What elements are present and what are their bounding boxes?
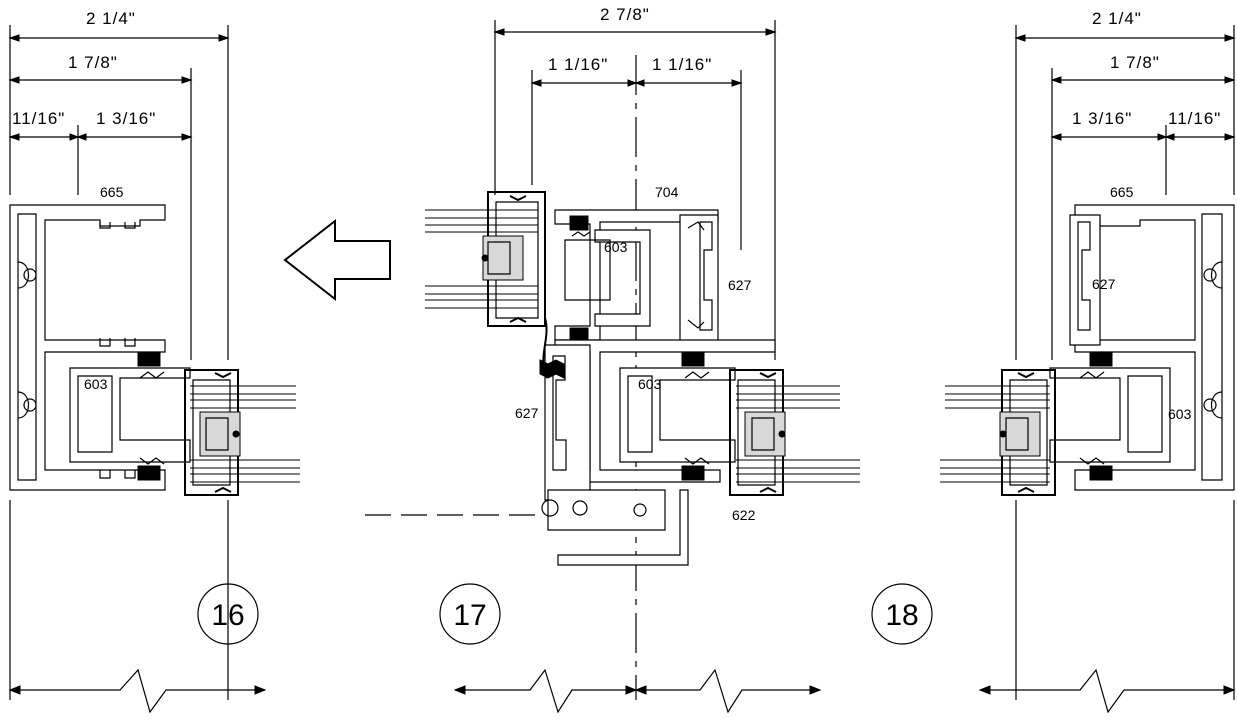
dim-label: 1 1/16" xyxy=(548,55,608,74)
detail-17: 2 7/8" 1 1/16" 1 1/16" xyxy=(365,5,860,714)
detail-16-glazing-unit xyxy=(184,369,300,496)
dim-label: 2 7/8" xyxy=(600,5,650,24)
detail-17-upper-glazing-unit xyxy=(425,191,546,327)
part-label: 627 xyxy=(1092,276,1116,292)
detail-bubble-17: 17 xyxy=(439,583,501,645)
part-label: 603 xyxy=(84,376,108,392)
detail-bubble-label: 16 xyxy=(211,599,244,632)
detail-17-lower-sash xyxy=(365,317,776,566)
dim-label: 1 7/8" xyxy=(1110,53,1160,72)
part-label: 603 xyxy=(604,239,628,255)
detail-16: 2 1/4" 1 7/8" 11/16" 1 3/16" xyxy=(8,9,300,714)
part-label: 603 xyxy=(1168,406,1192,422)
detail-bubble-label: 18 xyxy=(885,599,918,632)
detail-17-dimensions xyxy=(493,20,777,700)
dim-label: 11/16" xyxy=(1168,109,1221,128)
break-symbol-icon xyxy=(978,668,1236,714)
dim-label: 1 7/8" xyxy=(68,53,118,72)
part-label: 627 xyxy=(728,277,752,293)
part-label: 627 xyxy=(515,405,539,421)
dim-label: 2 1/4" xyxy=(86,9,136,28)
left-arrow-icon xyxy=(283,218,391,302)
detail-16-dimensions xyxy=(8,25,230,360)
detail-18-glazing-unit xyxy=(940,369,1056,496)
part-label: 665 xyxy=(1110,184,1134,200)
break-symbol-icon xyxy=(8,668,267,714)
detail-bubble-label: 17 xyxy=(453,599,486,632)
part-label: 665 xyxy=(100,184,124,200)
detail-bubble-18: 18 xyxy=(871,583,933,645)
detail-17-right-glazing-unit xyxy=(729,369,860,496)
part-label: 704 xyxy=(655,184,679,200)
dim-label: 1 3/16" xyxy=(1072,109,1132,128)
detail-16-profile xyxy=(9,204,191,491)
part-label: 603 xyxy=(638,376,662,392)
dim-label: 1 1/16" xyxy=(652,55,712,74)
break-symbol-icon xyxy=(453,668,822,714)
part-label: 622 xyxy=(732,507,756,523)
detail-18-profile xyxy=(1049,204,1235,491)
detail-18-dimensions xyxy=(1014,25,1236,360)
detail-18: 2 1/4" 1 7/8" 1 3/16" 11/16" xyxy=(871,9,1236,714)
dim-label: 1 3/16" xyxy=(96,109,156,128)
dim-label: 2 1/4" xyxy=(1092,9,1142,28)
detail-bubble-16: 16 xyxy=(197,583,259,645)
dim-label: 11/16" xyxy=(12,109,65,128)
